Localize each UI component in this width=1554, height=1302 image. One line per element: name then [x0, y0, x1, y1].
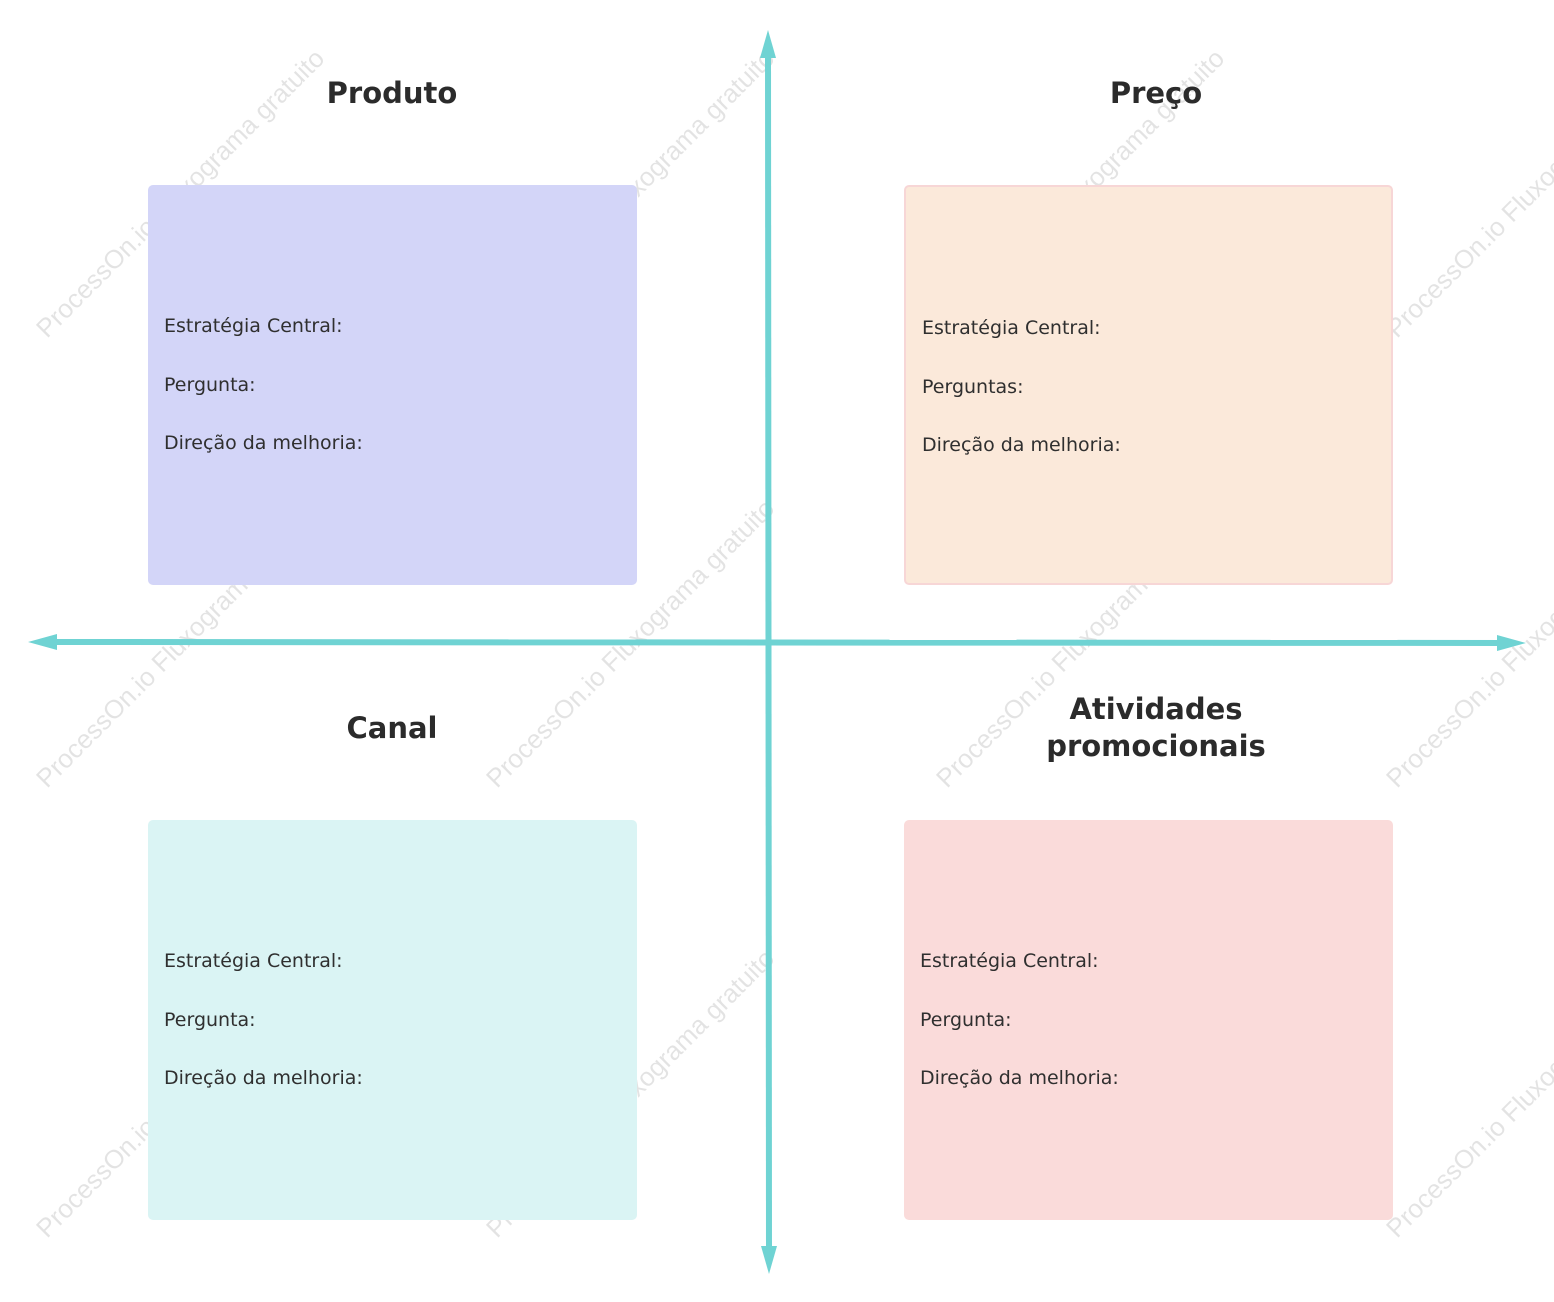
box-line-direcao: Direção da melhoria: — [164, 432, 363, 454]
arrow-down-icon — [761, 1246, 777, 1274]
box-line-estrategia: Estratégia Central: — [164, 950, 343, 972]
box-line-direcao: Direção da melhoria: — [164, 1067, 363, 1089]
box-line-pergunta: Pergunta: — [164, 373, 256, 396]
arrow-left-icon — [28, 634, 57, 650]
quadrant-title-atividades-promocionais: Atividades promocionais — [956, 691, 1356, 765]
box-line-pergunta: Pergunta: — [920, 1008, 1012, 1031]
quadrant-box-canal: Estratégia Central: Pergunta: Direção da… — [148, 820, 637, 1220]
quadrant-title-line-1: Atividades — [1069, 692, 1243, 726]
box-line-direcao: Direção da melhoria: — [920, 1067, 1119, 1089]
quadrant-title-produto: Produto — [326, 76, 458, 110]
quadrant-box-produto: Estratégia Central: Pergunta: Direção da… — [148, 185, 637, 585]
box-line-perguntas: Perguntas: — [922, 375, 1024, 398]
quadrant-title-line-2: promocionais — [1046, 729, 1266, 763]
quadrant-title-preco: Preço — [1109, 76, 1203, 110]
box-line-pergunta: Pergunta: — [164, 1008, 256, 1031]
horizontal-axis-line — [49, 639, 1505, 646]
vertical-axis-line — [765, 51, 772, 1253]
box-line-estrategia: Estratégia Central: — [920, 950, 1099, 972]
quadrant-box-atividades-promocionais: Estratégia Central: Pergunta: Direção da… — [904, 820, 1393, 1220]
box-line-estrategia: Estratégia Central: — [164, 315, 343, 337]
box-line-direcao: Direção da melhoria: — [922, 434, 1121, 456]
quadrant-title-canal: Canal — [346, 711, 438, 745]
box-line-estrategia: Estratégia Central: — [922, 317, 1101, 339]
arrow-up-icon — [760, 30, 776, 58]
arrow-right-icon — [1497, 635, 1526, 651]
quadrant-box-preco: Estratégia Central: Perguntas: Direção d… — [904, 185, 1393, 585]
